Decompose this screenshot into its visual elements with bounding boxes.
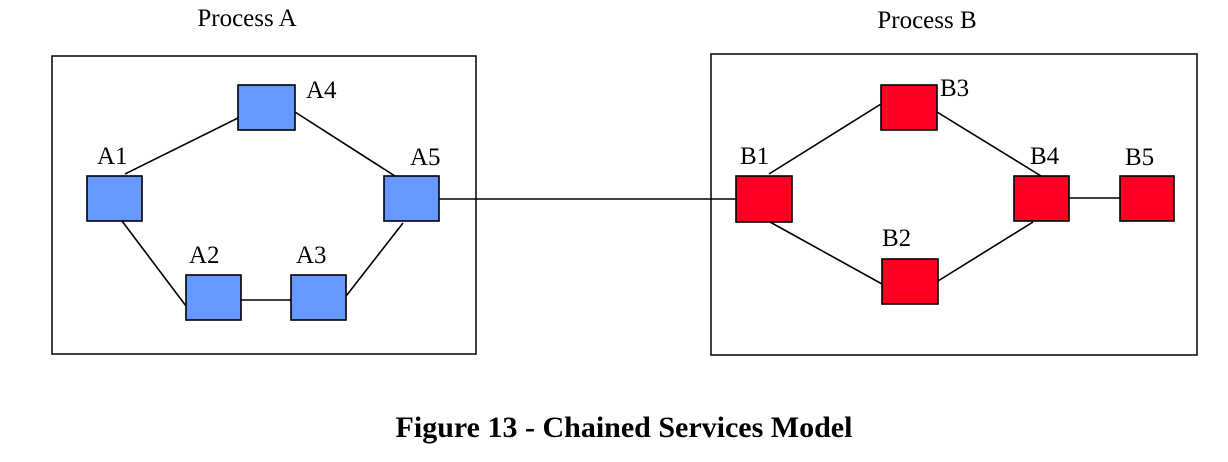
label-b1: B1 [740,143,769,170]
edge-b3-b4 [936,111,1042,177]
label-b2: B2 [882,225,911,252]
process-b-frame [710,53,1198,356]
figure-caption: Figure 13 - Chained Services Model [396,411,853,444]
node-b5 [1119,175,1175,222]
node-a1 [86,175,143,222]
node-b1 [735,175,793,223]
edge-b1-b2 [769,221,883,285]
label-a4: A4 [306,77,337,104]
node-a4 [237,84,296,131]
node-b4 [1013,175,1070,222]
edge-a1-a2 [121,220,187,307]
edge-b1-b3 [768,103,882,175]
node-b2 [881,258,939,305]
node-a5 [383,175,440,222]
edge-a4-a5 [294,111,399,179]
process-a-frame [51,55,477,355]
label-b5: B5 [1125,144,1154,171]
edge-a1-a4 [124,117,239,175]
node-b3 [880,84,938,131]
label-a1: A1 [97,143,128,170]
edge-a3-a5 [342,222,404,301]
node-a3 [290,274,347,321]
label-b3: B3 [940,75,969,102]
label-a2: A2 [189,242,220,269]
label-a5: A5 [410,144,441,171]
label-a3: A3 [296,242,327,269]
process-b-title: Process B [877,7,976,34]
process-a-title: Process A [197,5,296,32]
edge-b2-b4 [937,221,1034,282]
node-a2 [185,274,242,321]
label-b4: B4 [1030,143,1060,170]
